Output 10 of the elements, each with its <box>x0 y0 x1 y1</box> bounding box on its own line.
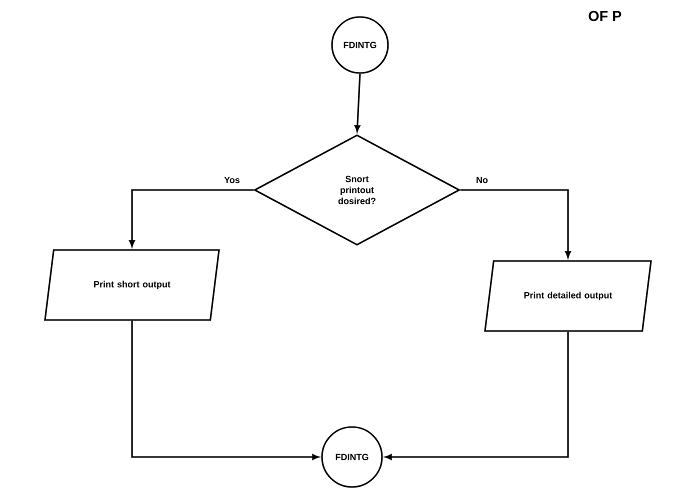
output-parallelogram: Print short output <box>44 249 220 321</box>
arrow <box>129 189 254 247</box>
arrow <box>354 74 361 132</box>
edge-label: No <box>475 176 489 184</box>
edge-label: Yos <box>223 176 241 184</box>
arrow <box>460 189 571 258</box>
page-heading-fragment: OF P <box>588 10 622 22</box>
output-parallelogram: Print detailed output <box>484 260 652 332</box>
arrow <box>131 320 319 460</box>
arrow <box>385 332 569 460</box>
